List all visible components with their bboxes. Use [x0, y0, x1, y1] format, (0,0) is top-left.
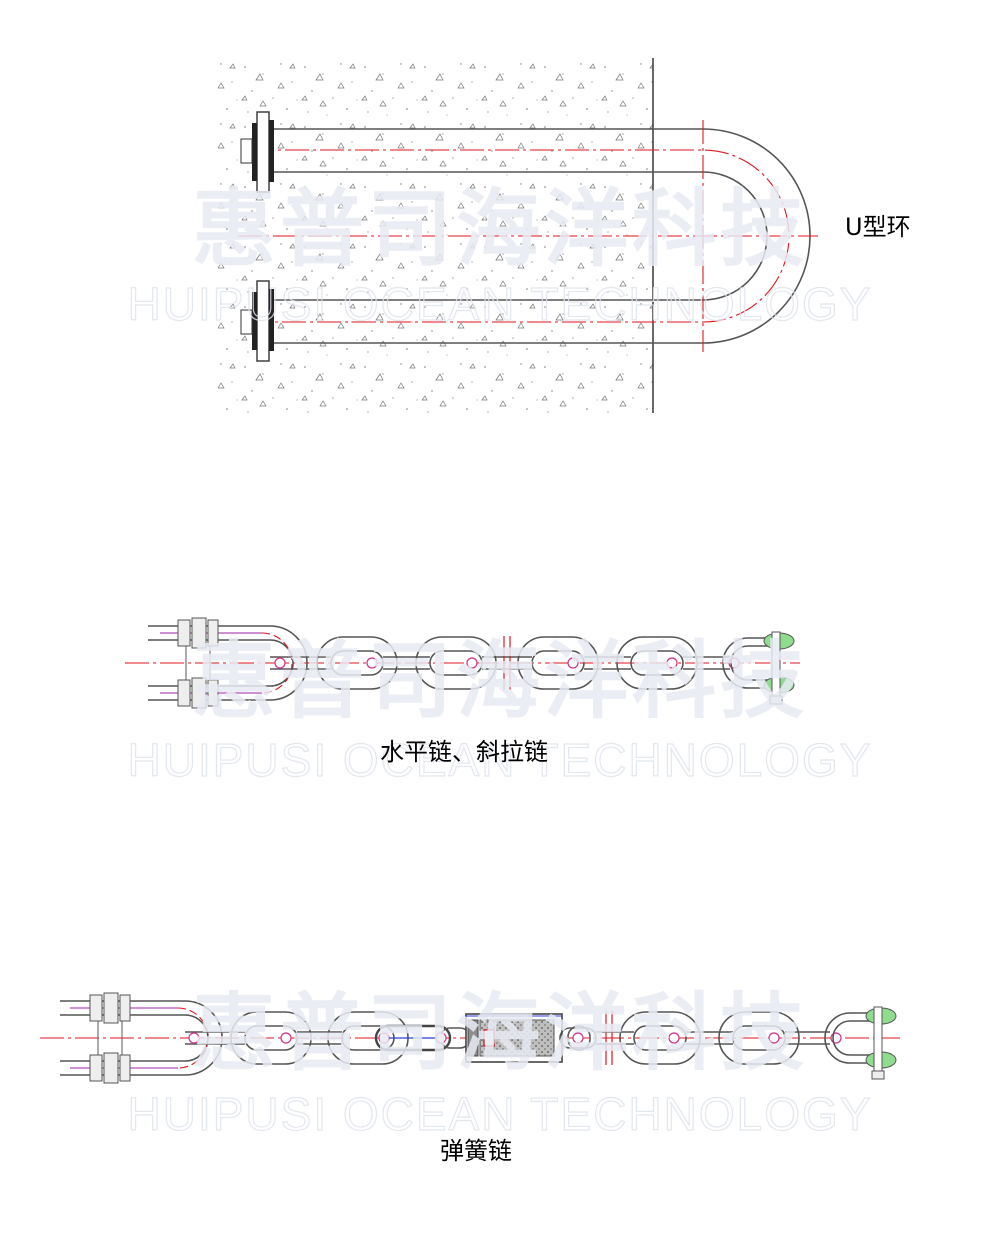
- spring-chain-links: [185, 1011, 842, 1065]
- watermark-cn: 惠普司海洋科技: [192, 180, 808, 278]
- lower-flange: [240, 280, 274, 362]
- spring-chain-figure: [40, 992, 900, 1084]
- u-bolt: [148, 617, 308, 709]
- shackle-spring: [824, 1006, 897, 1080]
- horizontal-chain-label: 水平链、斜拉链: [380, 738, 548, 766]
- shackle: [722, 631, 795, 705]
- upper-flange: [240, 111, 274, 193]
- horizontal-chain-figure: [125, 617, 800, 709]
- u-bar-centerline: [250, 149, 790, 323]
- u-bolt-spring: [60, 992, 223, 1084]
- watermark-top: 惠普司海洋科技 HUIPUSI OCEAN TECHNOLOGY: [127, 180, 873, 331]
- watermark-en: HUIPUSI OCEAN TECHNOLOGY: [128, 734, 873, 786]
- u-ring-label: U型环: [845, 213, 911, 241]
- chain-links: [270, 636, 740, 690]
- watermark-en: HUIPUSI OCEAN TECHNOLOGY: [128, 278, 873, 330]
- watermark-bottom: 惠普司海洋科技 HUIPUSI OCEAN TECHNOLOGY: [127, 984, 873, 1141]
- watermark-en: HUIPUSI OCEAN TECHNOLOGY: [128, 1088, 873, 1140]
- u-ring-figure: [218, 58, 818, 413]
- watermark-cn: 惠普司海洋科技: [192, 632, 808, 730]
- spring-chain-label: 弹簧链: [440, 1137, 512, 1165]
- watermark-cn: 惠普司海洋科技: [192, 984, 808, 1082]
- watermark-middle: 惠普司海洋科技 HUIPUSI OCEAN TECHNOLOGY: [127, 632, 873, 787]
